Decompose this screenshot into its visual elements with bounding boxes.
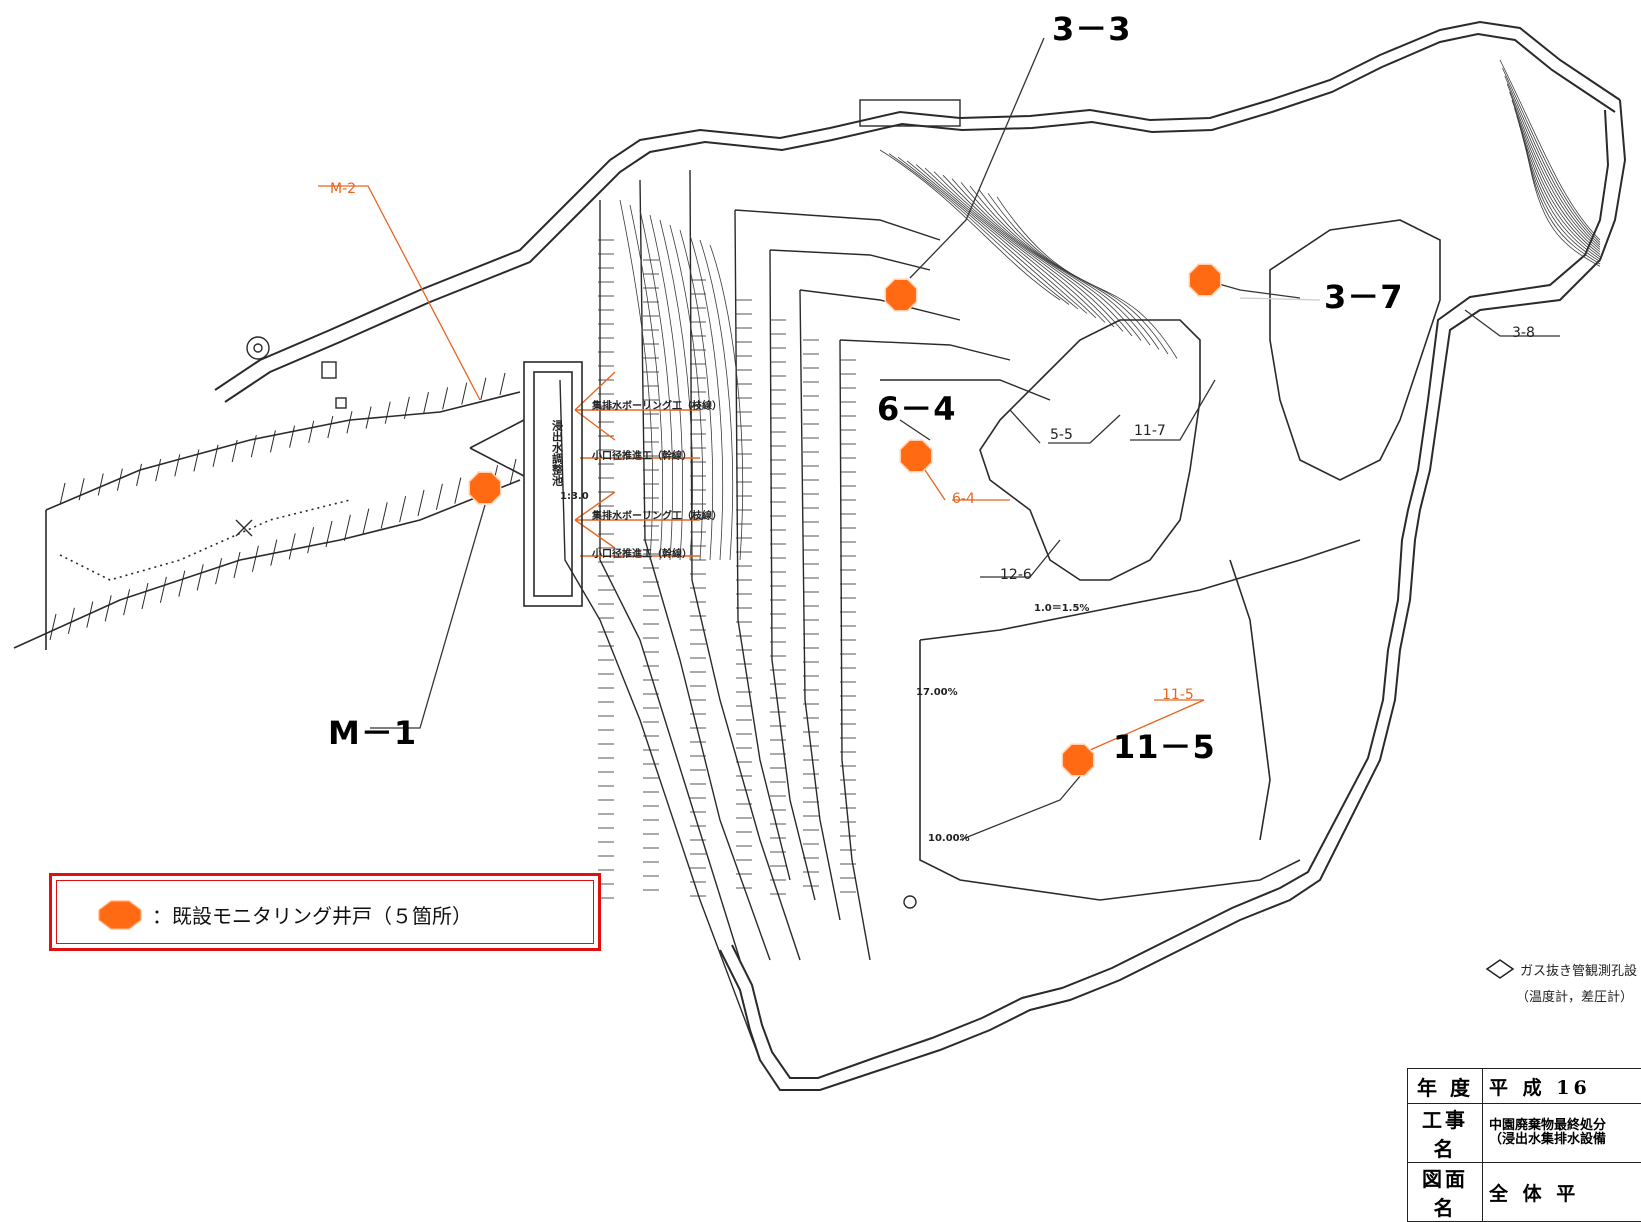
- well-label-m-1: M－1: [328, 708, 417, 754]
- drain-annotation-2: 小口径推進工（幹線）: [592, 550, 692, 560]
- title-row-drawing: 図面名 全 体 平: [1408, 1163, 1641, 1222]
- legend-box: ：既設モニタリング井戸（５箇所）: [49, 873, 601, 951]
- project-value-line1: 中園廃棄物最終処分: [1489, 1119, 1640, 1133]
- well-label-11-5: 11－5: [1113, 722, 1216, 768]
- leader-lines: [318, 38, 1560, 840]
- project-key: 工事名: [1408, 1104, 1483, 1163]
- title-block: 年 度 平 成 16 工事名 中園廃棄物最終処分 （浸出水集排水設備 図面名 全…: [1407, 1068, 1641, 1222]
- well-marker-11-5: [1062, 744, 1093, 775]
- well-marker-6-4: [900, 440, 931, 471]
- section-label-m-2: M-2: [330, 182, 356, 196]
- map-drawing: [0, 0, 1641, 1139]
- landfill-plan-map: 3－3 3－7 6－4 M－1 11－5 M-2 3-8 5-5 11-7 6-…: [0, 0, 1641, 1139]
- gas-note-line2: （温度計，差圧計）: [1516, 986, 1633, 1005]
- section-label-5-5: 5-5: [1050, 428, 1073, 442]
- drain-annotation-1: 小口径推進工（幹線）: [592, 452, 692, 462]
- diamond-icon: [1487, 960, 1513, 978]
- year-key: 年 度: [1408, 1069, 1483, 1104]
- landfill-berms: [560, 170, 1050, 1060]
- title-row-year: 年 度 平 成 16: [1408, 1069, 1641, 1104]
- slope-annotation: 1:3.0: [560, 492, 589, 502]
- year-value: 平 成 16: [1483, 1069, 1641, 1104]
- project-value: 中園廃棄物最終処分 （浸出水集排水設備: [1483, 1104, 1641, 1163]
- drawing-key: 図面名: [1408, 1163, 1483, 1222]
- well-marker-3-3: [885, 279, 916, 310]
- well-label-6-4: 6－4: [877, 384, 957, 430]
- orange-octagon-icon: [98, 900, 142, 930]
- well-label-3-3: 3－3: [1052, 4, 1132, 50]
- well-label-3-7: 3－7: [1324, 272, 1404, 318]
- boring-annotation-1: 集排水ボーリング工（枝線）: [592, 402, 722, 412]
- grade-annotation-2: 17.00%: [916, 688, 958, 698]
- legend-text: ：既設モニタリング井戸（５箇所）: [152, 900, 472, 929]
- drain-lines: [575, 372, 700, 556]
- access-road: [14, 392, 520, 650]
- pond-label: 浸出水調整池: [551, 420, 563, 486]
- well-marker-m-1: [469, 472, 500, 503]
- section-label-11-5: 11-5: [1162, 688, 1194, 702]
- well-marker-3-7: [1189, 264, 1220, 295]
- boring-annotation-2: 集排水ボーリング工（枝線）: [592, 512, 722, 522]
- grade-annotation-3: 10.00%: [928, 834, 970, 844]
- perimeter-road: [215, 22, 1620, 402]
- section-label-11-7: 11-7: [1134, 424, 1166, 438]
- grade-annotation-1: 1.0＝1.5%: [1034, 604, 1089, 614]
- section-label-6-4: 6-4: [952, 492, 975, 506]
- section-label-3-8: 3-8: [1512, 326, 1535, 340]
- drawing-value: 全 体 平: [1483, 1163, 1641, 1222]
- title-row-project: 工事名 中園廃棄物最終処分 （浸出水集排水設備: [1408, 1104, 1641, 1163]
- project-value-line2: （浸出水集排水設備: [1489, 1133, 1640, 1147]
- gas-note-line1: ガス抜き管観測孔設: [1520, 960, 1637, 979]
- section-label-12-6: 12-6: [1000, 568, 1032, 582]
